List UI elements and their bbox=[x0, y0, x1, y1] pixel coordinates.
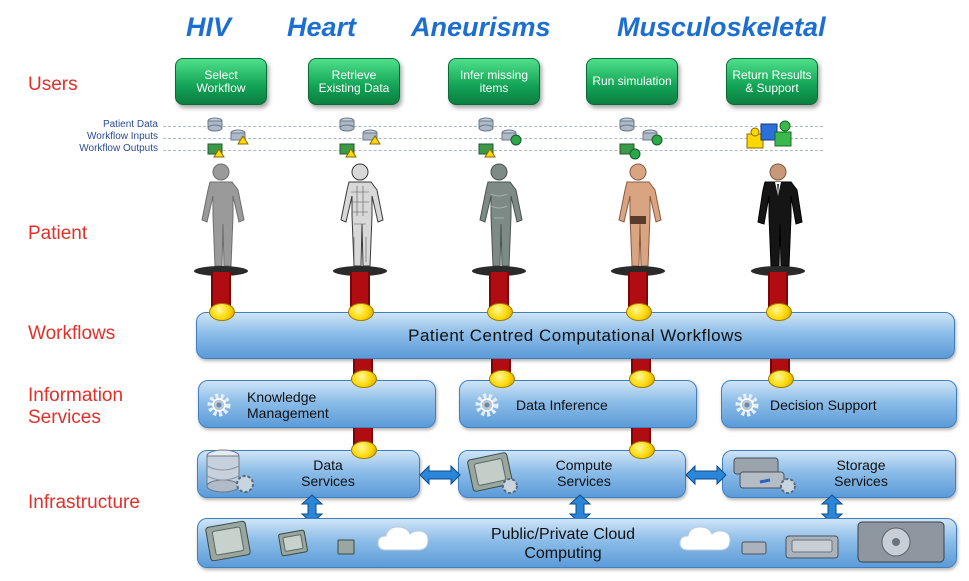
column-2-data-icons bbox=[339, 117, 381, 158]
gear-icon bbox=[475, 393, 499, 417]
patient-figure-4 bbox=[618, 163, 662, 267]
column-4-data-icons bbox=[619, 117, 663, 160]
patient-figure-1 bbox=[201, 163, 245, 267]
legend-workflow-inputs: Workflow Inputs bbox=[87, 131, 158, 142]
action-infer-missing-items[interactable]: Infer missing items bbox=[448, 58, 540, 105]
connector-knob-5 bbox=[766, 303, 792, 321]
puzzle-icon bbox=[746, 120, 792, 149]
connector-knob-di bbox=[489, 370, 515, 388]
infra-service-label: Storage Services bbox=[834, 457, 888, 489]
disease-title-heart: Heart bbox=[287, 12, 357, 42]
info-service-label: Decision Support bbox=[770, 397, 877, 413]
infra-service-label: Data Services bbox=[301, 457, 355, 489]
action-return-results-support[interactable]: Return Results & Support bbox=[726, 58, 818, 105]
infra-service-label: Compute Services bbox=[555, 457, 613, 489]
action-select-workflow[interactable]: Select Workflow bbox=[175, 58, 267, 105]
patient-figure-3 bbox=[479, 163, 523, 267]
cloud-computing-label: Public/Private Cloud Computing bbox=[490, 526, 636, 562]
pedestal-plate-1 bbox=[194, 266, 248, 276]
connector-knob-3 bbox=[487, 303, 513, 321]
legend-workflow-outputs: Workflow Outputs bbox=[79, 143, 158, 154]
layer-label-information-services: Information Services bbox=[28, 385, 124, 428]
disease-title-aneurisms: Aneurisms bbox=[411, 12, 551, 42]
connector-pole-2 bbox=[350, 272, 370, 312]
connector-knob-1 bbox=[209, 303, 235, 321]
connector-knob-4 bbox=[626, 303, 652, 321]
layer-label-workflows: Workflows bbox=[28, 323, 116, 344]
pedestal-plate-3 bbox=[472, 266, 526, 276]
patient-figure-2 bbox=[340, 163, 384, 267]
workflow-bar[interactable]: Patient Centred Computational Workflows bbox=[196, 312, 955, 359]
connector-pole-5 bbox=[768, 272, 788, 312]
pedestal-plate-2 bbox=[333, 266, 387, 276]
double-arrow-icon bbox=[685, 464, 727, 486]
info-service-knowledge-management[interactable]: Knowledge Management bbox=[198, 380, 436, 428]
info-service-decision-support[interactable]: Decision Support bbox=[721, 380, 957, 428]
hard-drive-icon bbox=[733, 457, 796, 494]
connector-knob-compute-services bbox=[629, 441, 655, 459]
pedestal-plate-5 bbox=[751, 266, 805, 276]
patient-figure-5-suit bbox=[757, 163, 803, 267]
layer-label-infrastructure: Infrastructure bbox=[28, 492, 140, 513]
disease-title-hiv: HIV bbox=[186, 12, 232, 42]
gear-icon bbox=[735, 393, 759, 417]
column-3-data-icons bbox=[478, 117, 522, 158]
layer-label-users: Users bbox=[28, 74, 78, 95]
column-1-data-icons bbox=[207, 117, 249, 158]
double-arrow-icon bbox=[419, 464, 461, 486]
cloud-bar-storage-icons bbox=[741, 521, 945, 563]
connector-pole-3 bbox=[489, 272, 509, 312]
connector-knob-ds bbox=[768, 370, 794, 388]
info-service-data-inference[interactable]: Data Inference bbox=[459, 380, 697, 428]
info-service-label: Knowledge Management bbox=[247, 389, 329, 421]
cloud-icon bbox=[377, 526, 429, 551]
connector-knob-data-services bbox=[351, 441, 377, 459]
gear-icon bbox=[207, 393, 231, 417]
database-icon bbox=[206, 449, 254, 493]
layer-label-patient: Patient bbox=[28, 223, 88, 244]
pedestal-plate-4 bbox=[611, 266, 665, 276]
connector-knob-2 bbox=[348, 303, 374, 321]
connector-knob-km bbox=[351, 370, 377, 388]
workflow-bar-label: Patient Centred Computational Workflows bbox=[408, 326, 743, 345]
cloud-icon bbox=[679, 526, 731, 551]
info-service-label: Data Inference bbox=[516, 397, 608, 413]
disease-title-musculoskeletal: Musculoskeletal bbox=[617, 12, 826, 42]
connector-pole-1 bbox=[211, 272, 231, 312]
connector-pole-4 bbox=[628, 272, 648, 312]
legend-patient-data: Patient Data bbox=[102, 119, 158, 130]
action-retrieve-existing-data[interactable]: Retrieve Existing Data bbox=[308, 58, 400, 105]
connector-knob-di-2 bbox=[629, 370, 655, 388]
cpu-chip-icon bbox=[467, 452, 518, 494]
legend-line-workflow-inputs bbox=[163, 138, 823, 139]
cloud-bar-cpu-icons bbox=[205, 520, 355, 562]
action-run-simulation[interactable]: Run simulation bbox=[586, 58, 678, 105]
